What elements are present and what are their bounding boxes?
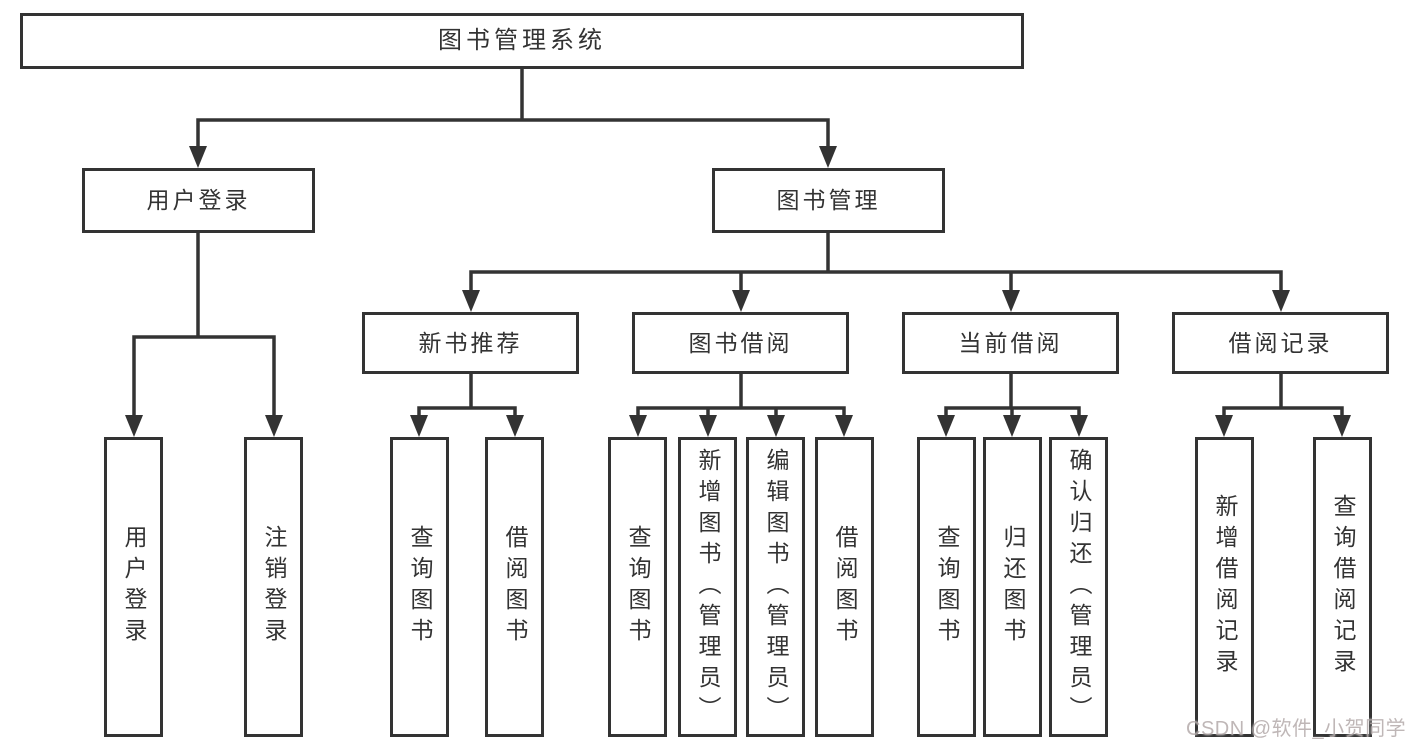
node-leaf-confirm-return-admin: 确认归还（管理员） [1049,437,1108,737]
node-root: 图书管理系统 [20,13,1024,69]
arrowhead-icon [732,290,750,312]
node-current-borrow: 当前借阅 [902,312,1119,374]
connector-book-borrow [629,372,853,437]
node-leaf-query-books-recommend: 查询图书 [390,437,449,737]
arrowhead-icon [410,415,428,437]
csdn-watermark: CSDN @软件_小贺同学 [1186,718,1405,740]
node-book-management: 图书管理 [712,168,945,233]
arrowhead-icon [1272,290,1290,312]
node-leaf-borrow-books: 借阅图书 [815,437,874,737]
arrowhead-icon [1215,415,1233,437]
node-leaf-query-books-current: 查询图书 [917,437,976,737]
node-new-book-recommend: 新书推荐 [362,312,579,374]
arrowhead-icon [506,415,524,437]
arrowhead-icon [189,146,207,168]
connector-user-login [125,231,283,437]
arrowhead-icon [819,146,837,168]
connector-borrow-records [1215,372,1351,437]
arrowhead-icon [767,415,785,437]
arrowhead-icon [462,290,480,312]
arrowhead-icon [1333,415,1351,437]
arrowhead-icon [937,415,955,437]
node-leaf-add-borrow-record: 新增借阅记录 [1195,437,1254,737]
arrowhead-icon [629,415,647,437]
arrowhead-icon [699,415,717,437]
arrowhead-icon [1003,415,1021,437]
connector-book-management [462,231,1290,312]
node-leaf-add-book-admin: 新增图书（管理员） [678,437,737,737]
arrowhead-icon [1070,415,1088,437]
arrowhead-icon [265,415,283,437]
node-leaf-query-borrow-record: 查询借阅记录 [1313,437,1372,737]
arrowhead-icon [125,415,143,437]
connector-root [189,67,837,168]
arrowhead-icon [1002,290,1020,312]
connector-current-borrow [937,372,1088,437]
connector-new-book-recommend [410,372,524,437]
node-leaf-return-book: 归还图书 [983,437,1042,737]
node-leaf-edit-book-admin: 编辑图书（管理员） [746,437,805,737]
node-user-login: 用户登录 [82,168,315,233]
node-leaf-borrow-books-recommend: 借阅图书 [485,437,544,737]
node-borrow-records: 借阅记录 [1172,312,1389,374]
node-leaf-user-login: 用户登录 [104,437,163,737]
node-book-borrow: 图书借阅 [632,312,849,374]
node-leaf-logout: 注销登录 [244,437,303,737]
arrowhead-icon [835,415,853,437]
node-leaf-query-books-borrow: 查询图书 [608,437,667,737]
